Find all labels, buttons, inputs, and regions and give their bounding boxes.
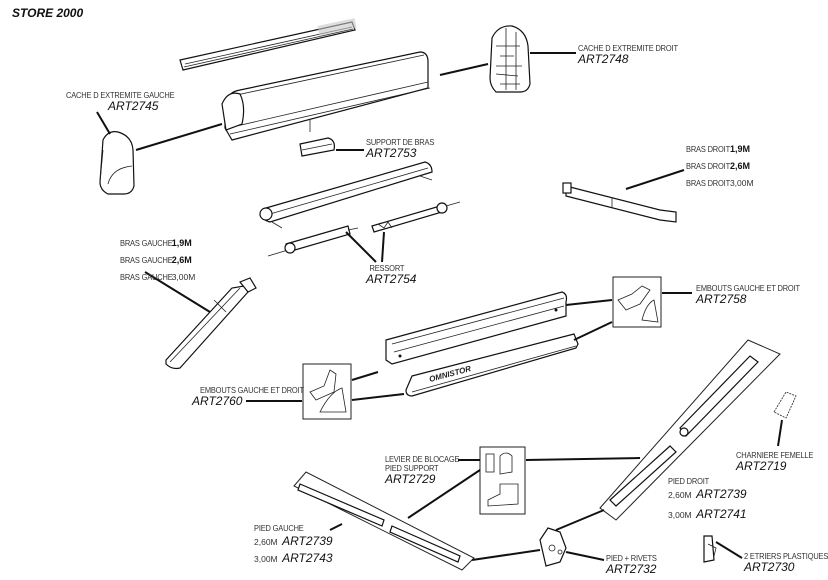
part-name: EMBOUTS GAUCHE ET DROIT bbox=[200, 385, 304, 395]
part-name: 2 ETRIERS PLASTIQUES bbox=[744, 551, 828, 561]
levier-box bbox=[479, 446, 526, 515]
label-pied-rivets: PIED + RIVETS ART2732 bbox=[606, 554, 664, 576]
pied-rivets-part bbox=[539, 527, 567, 567]
label-levier: LEVIER DE BLOCAGE PIED SUPPORT ART2729 bbox=[385, 455, 469, 485]
pied-droit-frame bbox=[599, 339, 781, 521]
roller-tube-part bbox=[259, 161, 433, 229]
size-value: 3,00M bbox=[171, 271, 196, 282]
part-name: CHARNIERE FEMELLE bbox=[736, 450, 814, 460]
size-value: 2,6M bbox=[729, 160, 750, 171]
charniere-femelle-part bbox=[773, 391, 797, 419]
part-name: BRAS DROIT bbox=[686, 177, 730, 188]
embouts-droite-box bbox=[612, 276, 662, 328]
leader-lines bbox=[96, 52, 783, 561]
part-name: BRAS DROIT bbox=[686, 144, 730, 154]
part-name: PIED + RIVETS bbox=[606, 553, 657, 563]
part-name: EMBOUTS GAUCHE ET DROIT bbox=[696, 283, 800, 293]
size-value: 2,6M bbox=[171, 254, 192, 265]
variant-ref: ART2739 bbox=[282, 533, 333, 548]
size-value: 1,9M bbox=[171, 238, 192, 248]
bras-droit-part bbox=[562, 182, 677, 223]
variant-size: 3,00M bbox=[254, 553, 278, 564]
size-value: 1,9M bbox=[729, 144, 750, 154]
part-ref: ART2730 bbox=[744, 559, 795, 574]
part-name: BRAS DROIT bbox=[686, 160, 730, 171]
support-bras-part bbox=[299, 137, 335, 157]
part-name-line2: PIED SUPPORT bbox=[385, 462, 439, 473]
part-name: BRAS GAUCHE bbox=[120, 254, 173, 265]
part-ref: ART2719 bbox=[736, 458, 787, 473]
label-bras-droit: BRAS DROIT1,9M BRAS DROIT2,6M BRAS DROIT… bbox=[686, 140, 754, 190]
variant-size: 3,00M bbox=[668, 509, 692, 520]
part-ref: ART2754 bbox=[366, 271, 417, 286]
variant-size: 2,60M bbox=[254, 536, 278, 547]
cache-gauche-part bbox=[99, 131, 135, 195]
variant-ref: ART2743 bbox=[282, 550, 333, 565]
spring-axle-right-part bbox=[371, 201, 461, 233]
top-rail-part bbox=[179, 18, 357, 71]
spring-axle-left-part bbox=[267, 225, 359, 257]
label-embouts-gauche: EMBOUTS GAUCHE ET DROIT ART2760 bbox=[192, 386, 318, 408]
label-charniere: CHARNIERE FEMELLE ART2719 bbox=[736, 451, 824, 473]
label-cache-gauche: CACHE D EXTREMITE GAUCHE ART2745 bbox=[66, 91, 189, 113]
label-pied-gauche: PIED GAUCHE 2,60M ART2739 3,00M ART2743 bbox=[254, 524, 333, 567]
etriers-part bbox=[703, 535, 717, 563]
part-ref: ART2748 bbox=[578, 51, 629, 66]
part-name: CACHE D EXTREMITE DROIT bbox=[578, 43, 678, 53]
size-value: 3,00M bbox=[729, 177, 754, 188]
front-bar-part bbox=[385, 291, 568, 365]
part-name: BRAS GAUCHE bbox=[120, 238, 173, 248]
variant-ref: ART2741 bbox=[696, 506, 747, 521]
part-ref: ART2760 bbox=[192, 393, 243, 408]
part-ref: ART2729 bbox=[385, 471, 436, 486]
part-name: PIED DROIT bbox=[668, 476, 710, 486]
label-ressort: RESSORT ART2754 bbox=[366, 264, 416, 286]
part-name: RESSORT bbox=[369, 263, 405, 273]
valance-part bbox=[405, 333, 579, 397]
variant-size: 2,60M bbox=[668, 489, 692, 500]
case-housing-part bbox=[221, 51, 431, 141]
part-ref: ART2758 bbox=[696, 291, 747, 306]
embouts-gauche-box bbox=[302, 363, 352, 420]
pied-gauche-frame bbox=[293, 471, 475, 571]
label-embouts-droite: EMBOUTS GAUCHE ET DROIT ART2758 bbox=[696, 284, 814, 306]
label-bras-gauche: BRAS GAUCHE1,9M BRAS GAUCHE2,6M BRAS GAU… bbox=[120, 234, 195, 284]
variant-ref: ART2739 bbox=[696, 486, 747, 501]
label-etriers: 2 ETRIERS PLASTIQUES ART2730 bbox=[744, 552, 828, 574]
label-support-bras: SUPPORT DE BRAS ART2753 bbox=[366, 138, 443, 160]
diagram-title: STORE 2000 bbox=[12, 6, 84, 20]
label-pied-droit: PIED DROIT 2,60M ART2739 3,00M ART2741 bbox=[668, 477, 747, 523]
part-name: CACHE D EXTREMITE GAUCHE bbox=[66, 90, 175, 100]
part-name-line1: LEVIER DE BLOCAGE bbox=[385, 454, 460, 464]
label-cache-droit: CACHE D EXTREMITE DROIT ART2748 bbox=[578, 44, 691, 66]
part-name: SUPPORT DE BRAS bbox=[366, 137, 435, 147]
part-ref: ART2753 bbox=[366, 145, 417, 160]
part-name: BRAS GAUCHE bbox=[120, 271, 173, 282]
part-name: PIED GAUCHE bbox=[254, 523, 304, 533]
part-ref: ART2745 bbox=[108, 98, 159, 113]
bras-gauche-part bbox=[165, 277, 257, 370]
part-ref: ART2732 bbox=[606, 561, 657, 576]
cache-droit-part bbox=[489, 25, 531, 93]
